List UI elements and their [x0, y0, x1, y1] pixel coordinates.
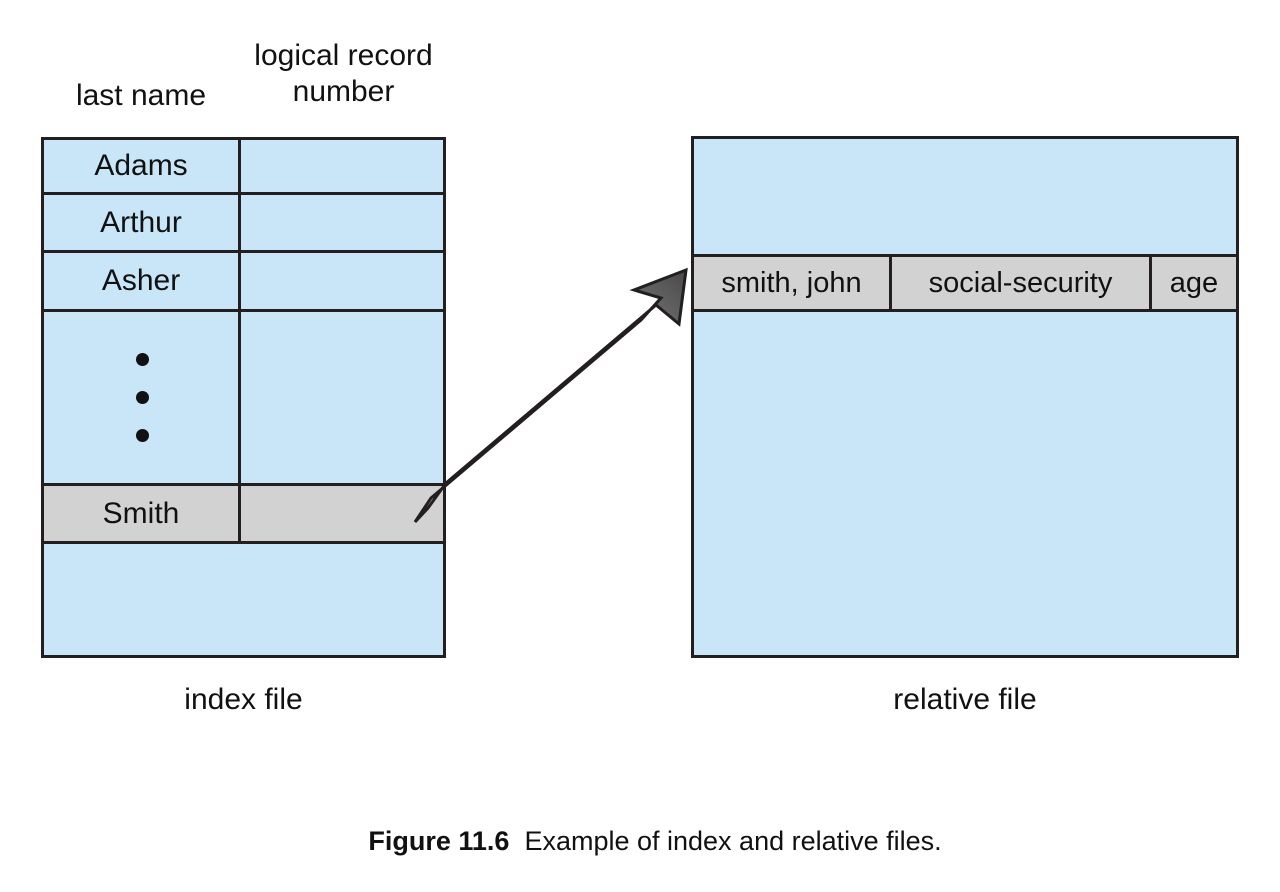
index-file-label: index file	[184, 683, 303, 716]
index-cell-lrn	[241, 195, 443, 250]
record-field-social-security: social-security	[892, 257, 1152, 309]
relative-file-record-row[interactable]: smith, john social-security age	[694, 254, 1236, 312]
index-header-last-name: last name	[75, 79, 207, 112]
index-cell-last-name: Smith	[44, 486, 241, 541]
figure-caption-text: Example of index and relative files.	[524, 826, 942, 856]
table-row[interactable]: Arthur	[44, 195, 443, 253]
table-row-smith-highlighted[interactable]: Smith	[44, 486, 443, 544]
ellipsis-dot-icon	[136, 353, 149, 366]
vertical-ellipsis-icon	[44, 312, 241, 483]
figure-number: Figure 11.6	[368, 826, 510, 856]
ellipsis-dot-icon	[136, 429, 149, 442]
table-row-ellipsis	[44, 312, 443, 486]
index-cell-lrn	[241, 312, 443, 483]
table-row-empty	[44, 544, 443, 655]
figure-caption: Figure 11.6 Example of index and relativ…	[0, 790, 1280, 892]
index-cell-lrn	[241, 253, 443, 309]
index-cell-last-name: Adams	[44, 140, 241, 192]
relative-file-label: relative file	[893, 683, 1037, 716]
index-cell-lrn	[241, 486, 443, 541]
index-cell-last-name: Arthur	[44, 195, 241, 250]
ellipsis-dot-icon	[136, 391, 149, 404]
index-cell-lrn	[241, 140, 443, 192]
index-header-logical-record-number: logical record number	[254, 39, 433, 108]
index-file-table: Adams Arthur Asher Smith	[41, 137, 446, 658]
index-cell-last-name: Asher	[44, 253, 241, 309]
index-cell-last-name	[44, 312, 241, 483]
figure-stage: last name logical record number Adams Ar…	[41, 39, 1239, 856]
relative-file-box: smith, john social-security age	[691, 136, 1239, 658]
record-field-age: age	[1152, 257, 1236, 309]
index-cell-lrn	[241, 544, 443, 655]
index-cell-last-name	[44, 544, 241, 655]
record-field-name: smith, john	[694, 257, 892, 309]
figure-caption-gap	[509, 826, 524, 856]
table-row[interactable]: Adams	[44, 140, 443, 195]
table-row[interactable]: Asher	[44, 253, 443, 312]
